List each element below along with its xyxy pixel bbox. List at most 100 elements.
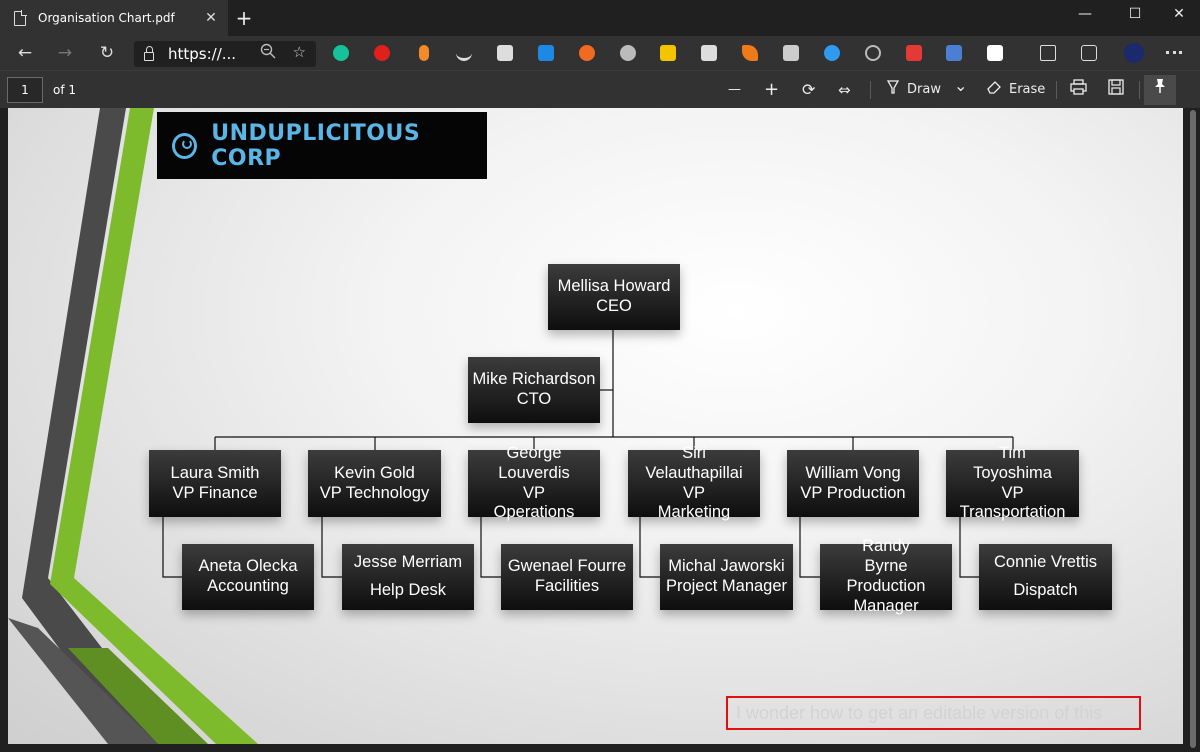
org-box-vp: Laura Smith VP Finance: [149, 450, 281, 517]
download-icon[interactable]: [538, 45, 554, 61]
report-title: Accounting: [207, 577, 289, 595]
company-logo: UNDUPLICITOUS CORP: [157, 112, 487, 179]
pin-icon: [1155, 79, 1165, 93]
minimize-button[interactable]: —: [1078, 6, 1092, 22]
pdf-toolbar: 1 of 1 — + ⟳ ⇔ Draw ⌄ Erase: [0, 70, 1200, 108]
vp-title: VP Production: [800, 483, 906, 502]
orange-pill-icon[interactable]: [419, 45, 429, 61]
mask-icon[interactable]: [620, 45, 636, 61]
vp-title: VP Finance: [172, 483, 258, 502]
tab-organisation-chart[interactable]: Organisation Chart.pdf ✕: [0, 0, 228, 36]
org-box-ceo: Mellisa Howard CEO: [548, 264, 680, 330]
favorites-icon[interactable]: [1040, 45, 1056, 61]
forward-button[interactable]: →: [57, 43, 73, 63]
vp-title: VP Transportation: [959, 483, 1066, 522]
pdf-document-icon: [14, 9, 27, 26]
vp-name: George Louverdis: [498, 443, 570, 482]
draw-dropdown-chevron-icon[interactable]: ⌄: [954, 76, 968, 95]
scrollbar-thumb[interactable]: [1190, 110, 1196, 748]
org-chart-connectors: [162, 330, 1014, 578]
draw-pen-icon: [886, 80, 900, 94]
draw-button[interactable]: Draw: [886, 79, 941, 101]
title-bar: Organisation Chart.pdf ✕ + — ☐ ✕: [0, 0, 1200, 36]
favorite-star-icon[interactable]: ☆: [292, 43, 306, 61]
report-name: Aneta Olecka: [198, 557, 298, 576]
org-box-vp: Kevin Gold VP Technology: [308, 450, 441, 517]
page-count-label: of 1: [53, 83, 77, 97]
rotate-button[interactable]: ⟳: [802, 80, 816, 99]
vp-title: VP Operations: [493, 483, 575, 522]
screenshot-icon[interactable]: [946, 45, 962, 61]
sc-icon[interactable]: [701, 45, 717, 61]
org-box-report: Jesse Merriam Help Desk: [342, 544, 474, 610]
vertical-scrollbar[interactable]: [1186, 108, 1200, 752]
org-box-vp: Siri Velauthapillai VP Marketing: [628, 444, 760, 521]
back-button[interactable]: ←: [17, 43, 33, 63]
report-title: Production Manager: [846, 577, 926, 615]
page-number-input[interactable]: 1: [7, 77, 43, 103]
print-button[interactable]: [1070, 79, 1087, 101]
w-logo-icon[interactable]: [660, 45, 676, 61]
cto-title: CTO: [516, 390, 552, 408]
address-bar[interactable]: https://... ☆: [134, 41, 316, 67]
vp-name: Laura Smith: [170, 463, 260, 482]
profile-icon[interactable]: [1124, 43, 1144, 63]
cloud-icon[interactable]: [824, 45, 840, 61]
pin-toolbar-button[interactable]: [1144, 75, 1176, 105]
camera-icon[interactable]: [783, 45, 799, 61]
org-box-vp: George Louverdis VP Operations: [468, 444, 600, 521]
bottom-green-stripe: [68, 648, 208, 744]
history-icon[interactable]: [865, 45, 881, 61]
report-title: Project Manager: [665, 577, 788, 595]
dark-stripe: [22, 108, 176, 744]
glasses-icon[interactable]: [497, 45, 513, 61]
collections-icon[interactable]: [1081, 45, 1097, 61]
toolbar-divider: [870, 81, 871, 99]
org-box-report: Aneta Olecka Accounting: [182, 544, 314, 610]
zoom-icon[interactable]: [260, 43, 276, 63]
org-box-report: Randy Byrne Production Manager: [820, 537, 952, 615]
toolbar-divider: [1139, 81, 1140, 99]
org-box-cto: Mike Richardson CTO: [468, 357, 600, 423]
report-title: Help Desk: [369, 581, 447, 599]
report-title: Dispatch: [1013, 581, 1078, 599]
navigation-bar: ← → ↻ https://... ☆: [0, 36, 1200, 70]
url-text: https://...: [168, 45, 237, 63]
orange-x-icon[interactable]: [579, 45, 595, 61]
draw-label: Draw: [907, 82, 941, 97]
cto-name: Mike Richardson: [472, 370, 596, 389]
save-button[interactable]: [1108, 79, 1124, 101]
report-name: Gwenael Fourre: [507, 557, 627, 576]
s-red-icon[interactable]: [906, 45, 922, 61]
more-icon[interactable]: [1166, 51, 1182, 55]
new-tab-button[interactable]: +: [235, 6, 253, 30]
printer-icon: [1070, 79, 1087, 95]
toolbar-divider: [1056, 81, 1057, 99]
zoom-out-button[interactable]: —: [728, 82, 741, 97]
maximize-button[interactable]: ☐: [1128, 6, 1142, 22]
tab-close-icon[interactable]: ✕: [205, 10, 217, 26]
zoom-in-button[interactable]: +: [764, 79, 780, 100]
vp-title: VP Technology: [319, 483, 430, 502]
annotation-comment-box[interactable]: I wonder how to get an editable version …: [726, 696, 1141, 730]
ceo-name: Mellisa Howard: [557, 277, 671, 296]
fit-page-button[interactable]: ⇔: [838, 81, 851, 99]
org-box-vp: William Vong VP Production: [787, 450, 919, 517]
pen-icon[interactable]: [456, 45, 472, 61]
vp-name: Kevin Gold: [334, 463, 415, 482]
adblock-hand-icon[interactable]: [374, 45, 390, 61]
report-name: Randy Byrne: [862, 537, 910, 576]
refresh-button[interactable]: ↻: [99, 43, 115, 63]
close-window-button[interactable]: ✕: [1173, 6, 1185, 22]
save-icon: [1108, 79, 1124, 95]
vp-name: Tim Toyoshima: [973, 443, 1052, 482]
grammarly-icon[interactable]: [333, 45, 349, 61]
oo-icon[interactable]: [987, 45, 1003, 61]
org-box-report: Gwenael Fourre Facilities: [501, 544, 633, 610]
erase-button[interactable]: Erase: [986, 79, 1045, 101]
fox-icon[interactable]: [742, 45, 758, 61]
vp-name: William Vong: [805, 463, 901, 482]
ceo-title: CEO: [596, 297, 632, 315]
logo-ring-icon: [172, 132, 198, 159]
decorative-stripes: [8, 108, 258, 744]
